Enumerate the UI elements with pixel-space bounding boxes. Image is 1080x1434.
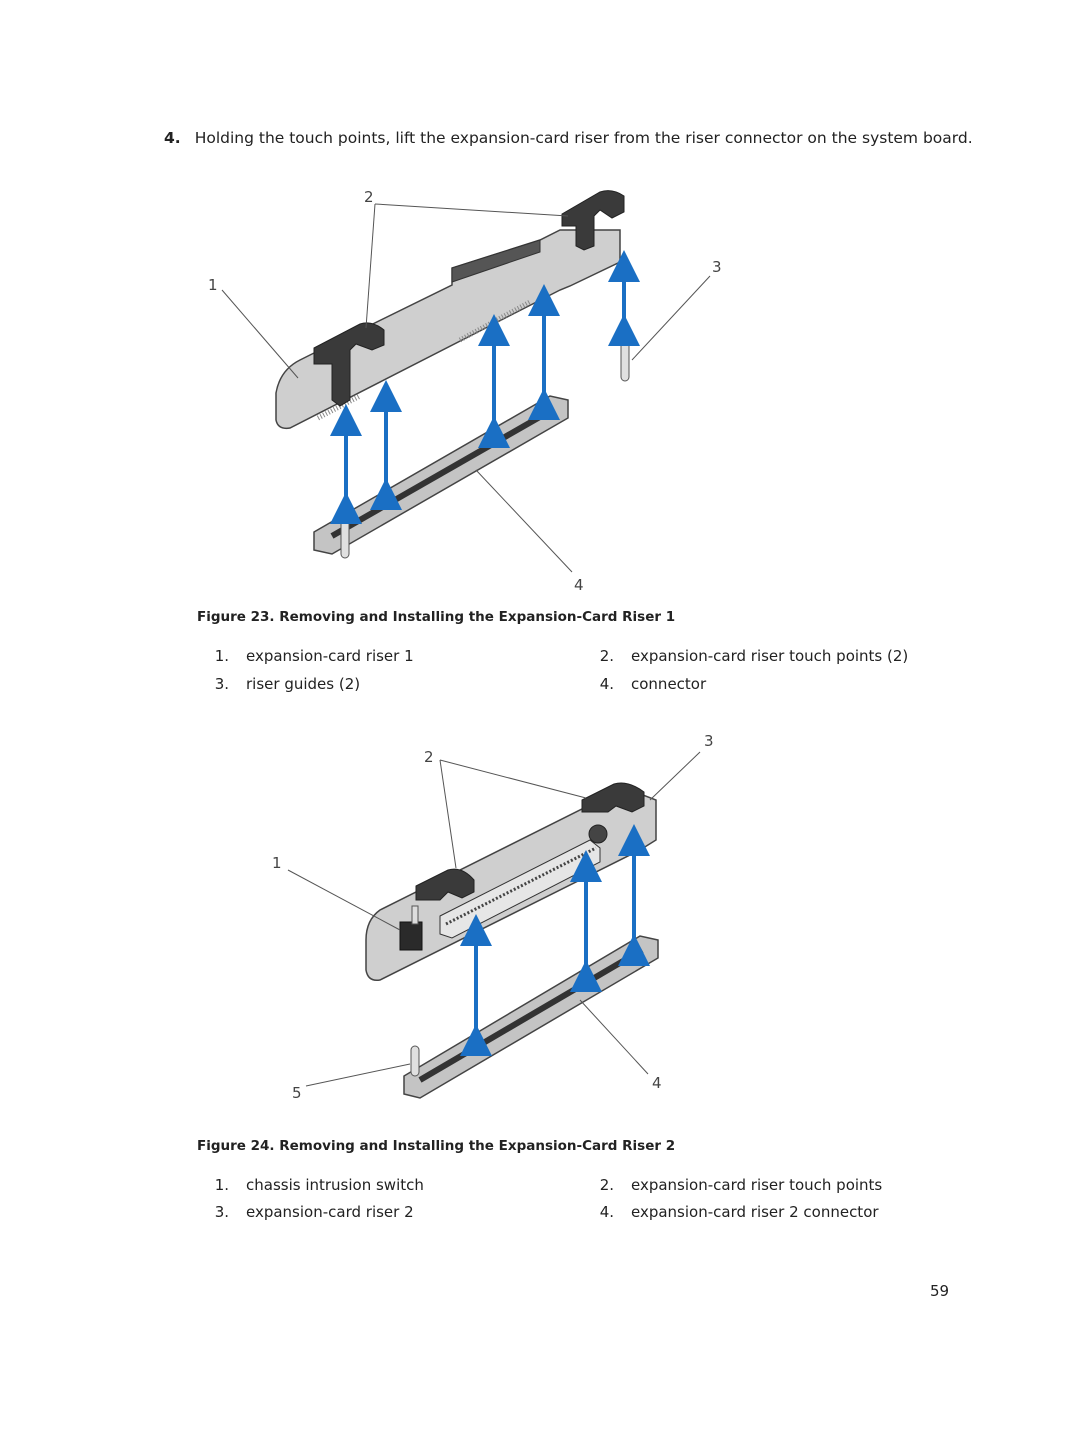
legend-item: 2.expansion-card riser touch points [599, 1176, 883, 1194]
legend-item: 1.chassis intrusion switch [214, 1176, 424, 1194]
riser-guide [410, 1045, 420, 1077]
callout-1: 1 [208, 276, 218, 294]
step-number: 4. [164, 129, 181, 147]
legend-item: 4.connector [599, 675, 707, 693]
touch-point-left [415, 868, 475, 901]
figure-24-illustration: 1 2 3 4 5 [272, 732, 714, 1102]
callout-4: 4 [574, 576, 584, 594]
legend-item: 4.expansion-card riser 2 connector [599, 1203, 879, 1221]
callout-2: 2 [424, 748, 434, 766]
callout-5: 5 [292, 1084, 302, 1102]
step-4: 4. Holding the touch points, lift the exp… [164, 129, 973, 147]
touch-point-right [581, 782, 645, 813]
figure-23-caption: Figure 23. Removing and Installing the E… [197, 609, 676, 625]
figure-24-caption: Figure 24. Removing and Installing the E… [197, 1138, 676, 1154]
callout-3: 3 [712, 258, 722, 276]
riser-guide-left [340, 515, 350, 559]
callout-4: 4 [652, 1074, 662, 1092]
chassis-intrusion-switch [399, 921, 423, 951]
legend-item: 3.riser guides (2) [214, 675, 361, 693]
touch-point-left [313, 322, 385, 407]
riser-card-1 [275, 229, 621, 430]
legend-item: 2.expansion-card riser touch points (2) [599, 647, 909, 665]
page-number: 59 [930, 1282, 950, 1300]
legend-item: 3.expansion-card riser 2 [214, 1203, 414, 1221]
step-text: Holding the touch points, lift the expan… [194, 129, 973, 147]
riser-guide-right [620, 340, 630, 382]
touch-point-right [561, 190, 625, 251]
callout-3: 3 [704, 732, 714, 750]
legend-item: 1.expansion-card riser 1 [214, 647, 414, 665]
callout-1: 1 [272, 854, 282, 872]
figure-23-illustration: 1 2 3 4 [208, 188, 722, 594]
callout-2: 2 [364, 188, 374, 206]
